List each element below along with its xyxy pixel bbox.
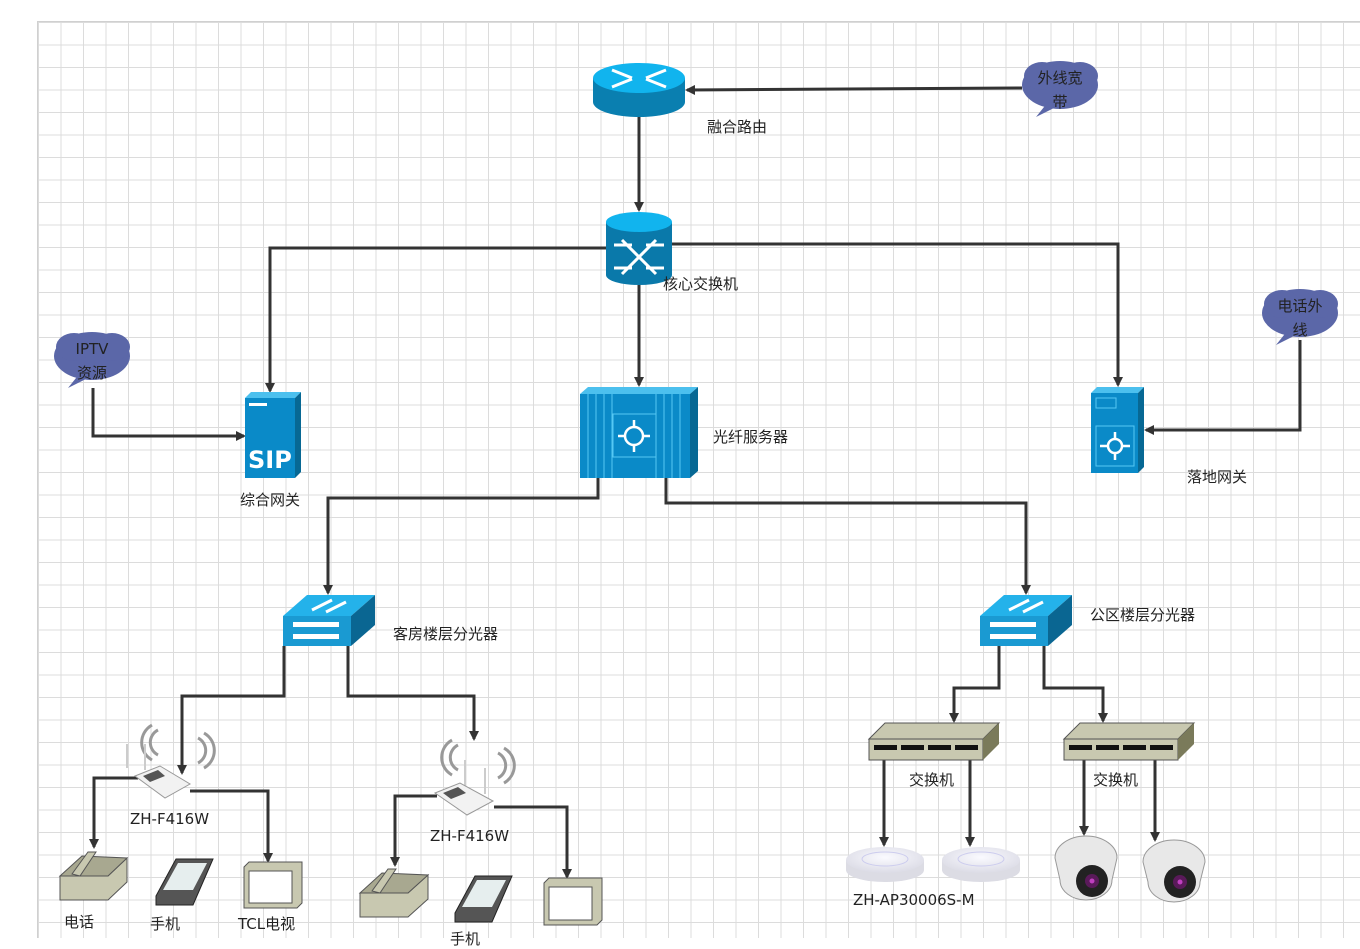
label-phone-line: 电话外线 <box>1277 297 1323 339</box>
link-broadband-router <box>685 84 1023 95</box>
mobile-phone-icon[interactable] <box>155 858 214 906</box>
link-fiber-guest <box>323 478 600 595</box>
link-wifi2-phone <box>390 794 437 867</box>
fiber-server-icon[interactable] <box>580 387 698 478</box>
link-wifi1-tv <box>190 789 273 863</box>
access-point-icon[interactable] <box>942 847 1020 882</box>
diagram-canvas <box>37 21 1360 938</box>
link-core-gateway <box>265 246 606 393</box>
cloud-icon[interactable] <box>1022 61 1098 117</box>
svg-text:SIP: SIP <box>248 446 292 474</box>
landing-gateway-icon[interactable] <box>1091 387 1144 473</box>
link-wifi2-tv <box>494 805 572 879</box>
tv-icon[interactable] <box>243 861 303 909</box>
label-public-splitter: 公区楼层分光器 <box>1090 606 1196 624</box>
label-phone-1: 电话 <box>64 913 95 931</box>
tv-icon[interactable] <box>543 877 603 926</box>
label-access-point: ZH-AP30006S-M <box>853 891 975 909</box>
link-phoneline-landing <box>1144 340 1302 435</box>
phone-icon[interactable] <box>358 868 430 918</box>
label-landing-gateway: 落地网关 <box>1187 468 1248 486</box>
link-public-switch2 <box>1042 646 1108 723</box>
link-fiber-public <box>664 478 1031 595</box>
label-switch-2: 交换机 <box>1093 771 1139 789</box>
sip-gateway-icon[interactable]: SIP <box>245 392 301 478</box>
link-core-landing <box>672 242 1123 387</box>
splitter-icon[interactable] <box>283 595 375 646</box>
wifi-router-icon[interactable] <box>126 723 216 799</box>
core-switch-icon[interactable] <box>606 212 672 285</box>
label-guest-splitter: 客房楼层分光器 <box>393 625 499 643</box>
mobile-phone-icon[interactable] <box>454 875 513 923</box>
link-wifi1-phone <box>89 776 138 849</box>
label-switch-1: 交换机 <box>909 771 955 789</box>
label-fiber-server: 光纤服务器 <box>713 428 789 446</box>
label-fusion-router: 融合路由 <box>707 118 768 136</box>
label-wifi-router-1: ZH-F416W <box>130 810 210 828</box>
label-external-broadband: 外线宽带 <box>1037 69 1083 111</box>
switch-icon[interactable] <box>1062 722 1196 761</box>
camera-icon[interactable] <box>1142 839 1206 903</box>
splitter-icon[interactable] <box>980 595 1072 646</box>
label-mobile-1: 手机 <box>150 915 181 933</box>
label-tv-1: TCL电视 <box>238 915 296 933</box>
router-icon[interactable] <box>593 63 685 117</box>
link-guest-wifi1 <box>177 646 286 775</box>
link-guest-wifi2 <box>346 646 479 741</box>
label-integrated-gateway: 综合网关 <box>240 491 301 509</box>
cloud-icon[interactable] <box>54 332 130 388</box>
switch-icon[interactable] <box>867 722 1001 761</box>
access-point-icon[interactable] <box>846 847 924 882</box>
link-iptv-gateway <box>91 388 246 441</box>
link-public-switch1 <box>949 646 1001 723</box>
label-wifi-router-2: ZH-F416W <box>430 827 510 845</box>
label-core-switch: 核心交换机 <box>663 275 739 293</box>
phone-icon[interactable] <box>58 851 129 901</box>
camera-icon[interactable] <box>1054 835 1118 901</box>
wifi-router-icon[interactable] <box>433 738 516 816</box>
cloud-icon[interactable] <box>1262 289 1338 345</box>
